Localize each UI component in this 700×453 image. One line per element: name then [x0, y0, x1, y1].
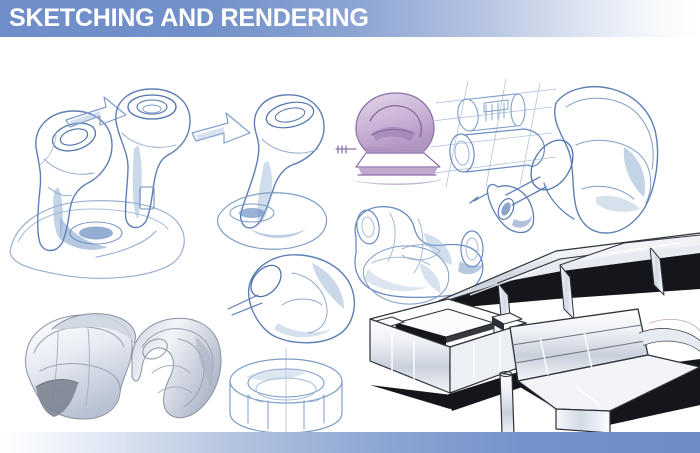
group-ring-base	[229, 348, 343, 432]
group-construction-study	[429, 78, 557, 188]
joystick-sketch-3	[217, 94, 328, 250]
group-marker-forms	[25, 313, 222, 420]
overlap-sketch-fragment	[362, 245, 450, 305]
artwork-svg	[9, 78, 700, 432]
curved-form-right	[131, 317, 222, 419]
footer-banner	[0, 432, 700, 453]
page-title: SKETCHING AND RENDERING	[9, 4, 369, 32]
group-housing-cluster	[354, 206, 484, 299]
group-purple-pod	[335, 92, 444, 185]
group-joystick-ideation	[9, 88, 328, 279]
flow-arrow-2	[191, 112, 251, 144]
group-furniture-renders	[369, 232, 700, 432]
joystick-sketch-1	[35, 110, 113, 252]
joystick-sketch-2	[115, 88, 191, 229]
artwork-canvas	[0, 37, 700, 432]
curved-form-left	[25, 313, 136, 420]
group-handheld-tool	[469, 86, 659, 234]
header-banner: SKETCHING AND RENDERING	[0, 0, 700, 37]
group-nozzle-detail	[227, 254, 356, 344]
joystick-base-platform	[9, 200, 185, 279]
plinth-render	[369, 298, 540, 411]
flow-arrow-1	[65, 96, 127, 128]
bench-render-bottom	[499, 308, 700, 432]
